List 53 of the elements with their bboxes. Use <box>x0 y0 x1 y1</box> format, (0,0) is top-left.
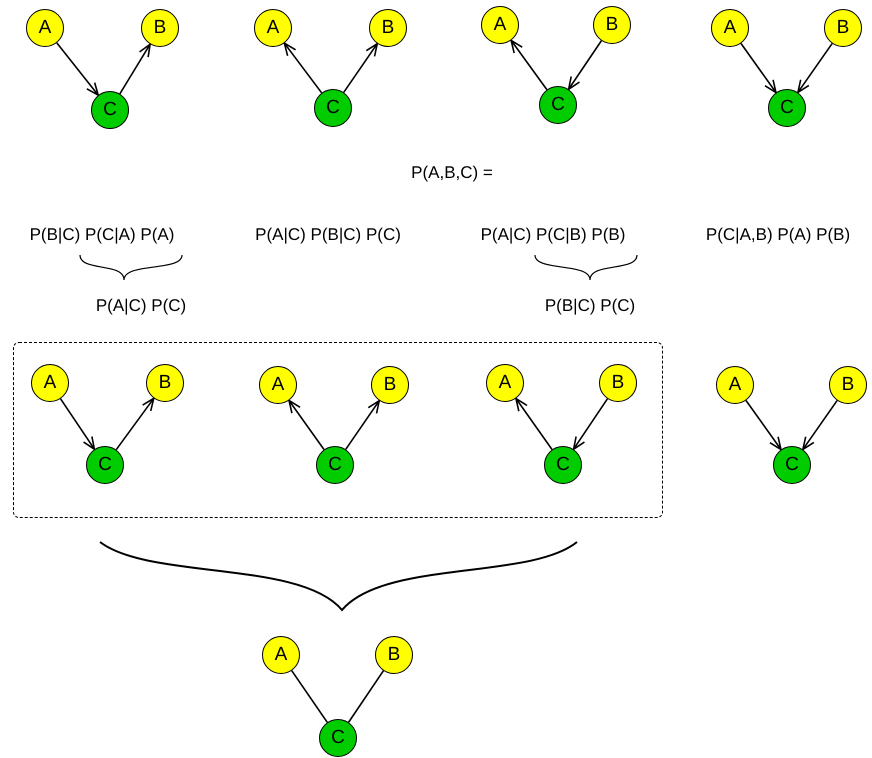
node-circle: C <box>314 89 352 127</box>
probability-formula: P(B|C) P(C) <box>544 296 636 316</box>
node-circle: B <box>141 9 179 47</box>
arrow <box>116 398 155 450</box>
node-circle: C <box>539 86 577 124</box>
probability-formula: P(A,B,C) = <box>411 163 493 183</box>
arrow <box>515 398 553 450</box>
arrow <box>288 400 325 450</box>
node-circle: C <box>544 446 582 484</box>
probability-formula: P(B|C) P(C|A) P(A) <box>30 225 174 245</box>
node-circle: A <box>711 9 749 47</box>
node-circle: C <box>316 446 354 484</box>
arrow <box>745 400 782 450</box>
node-circle: C <box>319 719 357 757</box>
probability-formula: P(A|C) P(C) <box>96 296 186 316</box>
node-circle: A <box>259 366 297 404</box>
arrow <box>284 42 322 94</box>
arrow <box>802 400 838 450</box>
node-circle: B <box>599 364 637 402</box>
arrow <box>56 42 99 96</box>
arrow <box>797 43 833 94</box>
node-circle: C <box>768 89 806 127</box>
arrow <box>119 43 151 94</box>
node-circle: A <box>262 636 300 674</box>
probability-formula: P(C|A,B) P(A) P(B) <box>706 225 850 245</box>
node-circle: B <box>829 366 867 404</box>
node-circle: B <box>375 636 413 674</box>
dashed-group-box <box>13 342 663 518</box>
node-circle: C <box>773 446 811 484</box>
node-circle: B <box>593 6 631 44</box>
arrow <box>572 398 608 450</box>
node-circle: A <box>26 9 64 47</box>
arrow <box>345 400 380 450</box>
node-circle: A <box>31 364 69 402</box>
node-circle: C <box>86 446 124 484</box>
arrow <box>568 40 602 90</box>
probability-formula: P(A|C) P(C|B) P(B) <box>480 225 626 245</box>
arrow <box>343 42 378 93</box>
node-circle: A <box>716 366 754 404</box>
node-circle: A <box>481 6 519 44</box>
node-circle: A <box>486 364 524 402</box>
node-circle: B <box>371 366 409 404</box>
node-circle: B <box>824 9 862 47</box>
node-circle: C <box>91 91 129 129</box>
node-circle: B <box>369 9 407 47</box>
connector-line <box>348 670 384 723</box>
node-circle: A <box>254 9 292 47</box>
arrow <box>60 398 96 450</box>
arrow <box>740 43 777 94</box>
probability-formula: P(A|C) P(B|C) P(C) <box>255 225 401 245</box>
connector-line <box>291 670 328 723</box>
node-circle: B <box>146 364 184 402</box>
arrow <box>510 40 548 90</box>
